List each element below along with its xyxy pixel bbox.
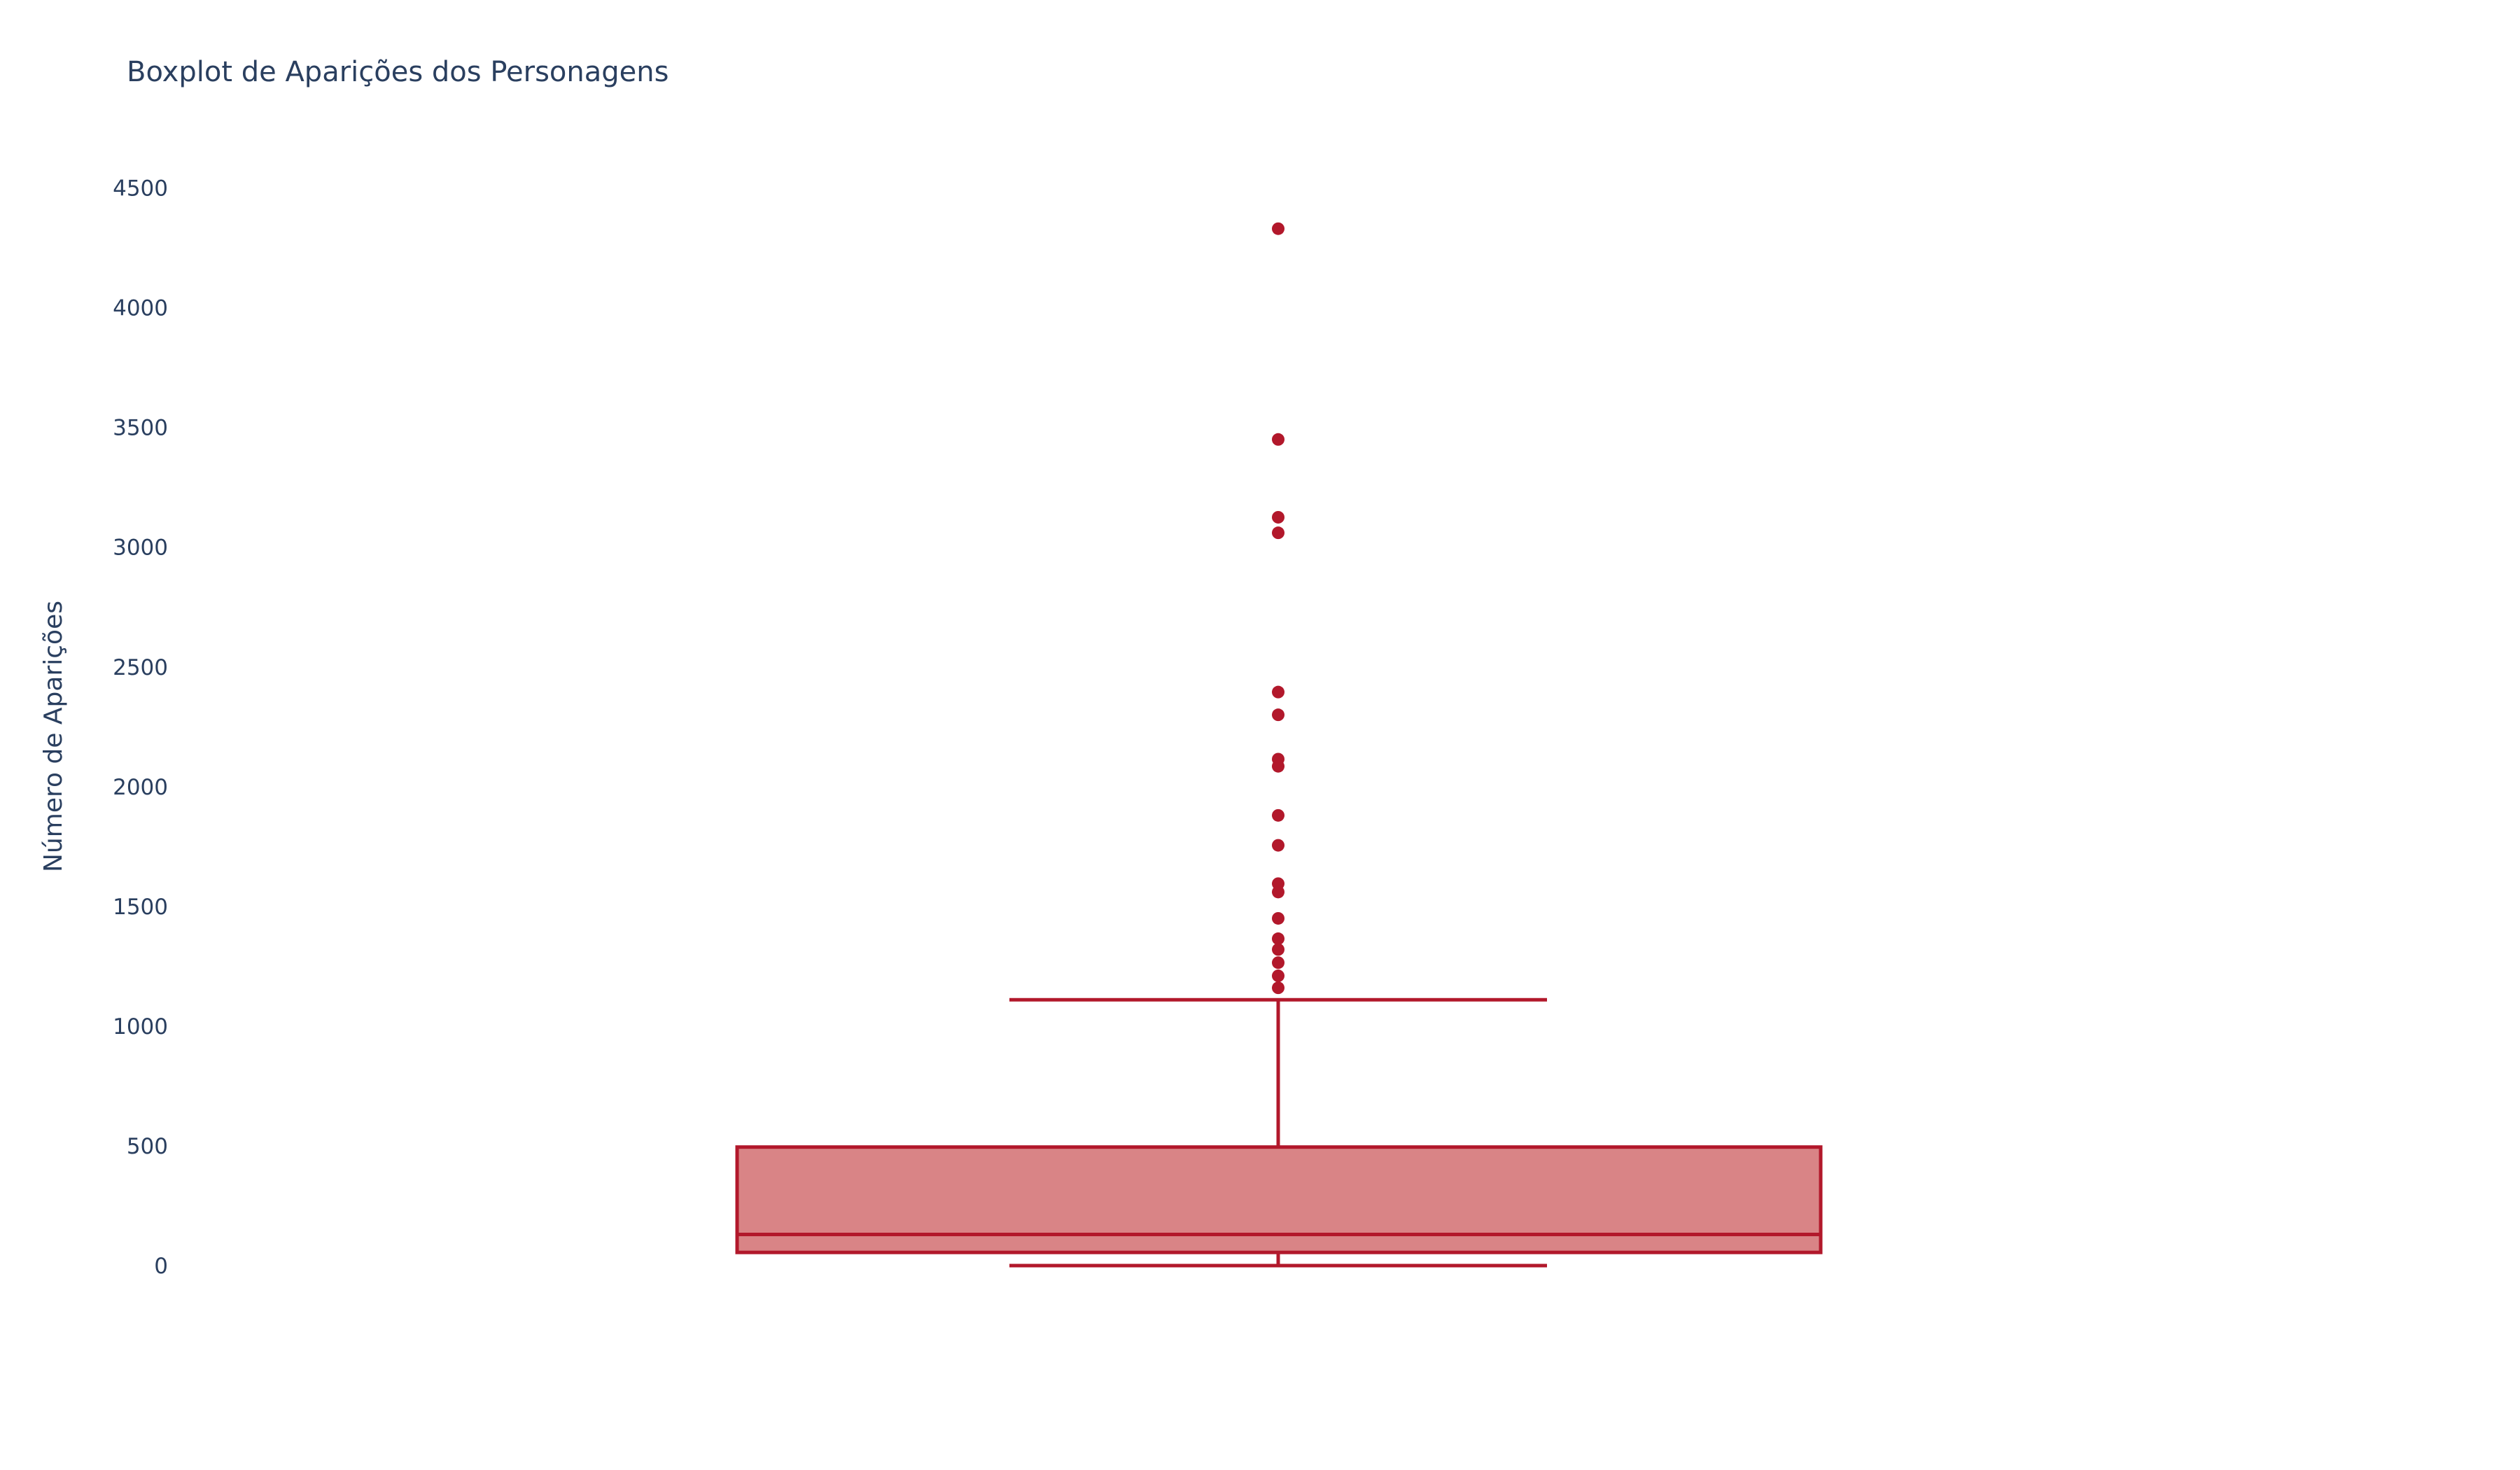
outlier-point (1272, 808, 1284, 822)
outlier-point (1272, 969, 1284, 983)
outlier-point (1272, 886, 1284, 899)
y-tick-label: 2000 (113, 775, 168, 800)
outlier-point (1272, 526, 1284, 540)
outlier-point (1272, 911, 1284, 925)
y-tick-label: 2500 (113, 655, 168, 680)
outlier-point (1272, 685, 1284, 699)
outlier-point (1272, 839, 1284, 852)
y-tick-label: 1500 (113, 895, 168, 920)
y-tick-label: 3000 (113, 536, 168, 561)
y-tick-label: 500 (127, 1134, 168, 1159)
outlier-point (1272, 932, 1284, 946)
outlier-point (1272, 956, 1284, 969)
outlier-point (1272, 981, 1284, 995)
y-tick-label: 1000 (113, 1014, 168, 1040)
outlier-point (1272, 510, 1284, 524)
y-axis-title: Número de Aparições (39, 601, 68, 872)
box-iqr (735, 1145, 1823, 1254)
y-tick-label: 0 (154, 1254, 168, 1279)
y-tick-label: 4000 (113, 296, 168, 321)
y-axis-ticks: 0 500 1000 1500 2000 2500 3000 3500 4000 4500 (113, 176, 168, 1279)
y-tick-label: 4500 (113, 176, 168, 202)
y-tick-label: 3500 (113, 416, 168, 441)
outlier-point (1272, 943, 1284, 956)
plot-area (735, 222, 1823, 1268)
outlier-point (1272, 433, 1284, 446)
chart-title: Boxplot de Aparições dos Personagens (127, 56, 668, 88)
outlier-point (1272, 222, 1284, 235)
outlier-point (1272, 708, 1284, 722)
outlier-point (1272, 760, 1284, 773)
